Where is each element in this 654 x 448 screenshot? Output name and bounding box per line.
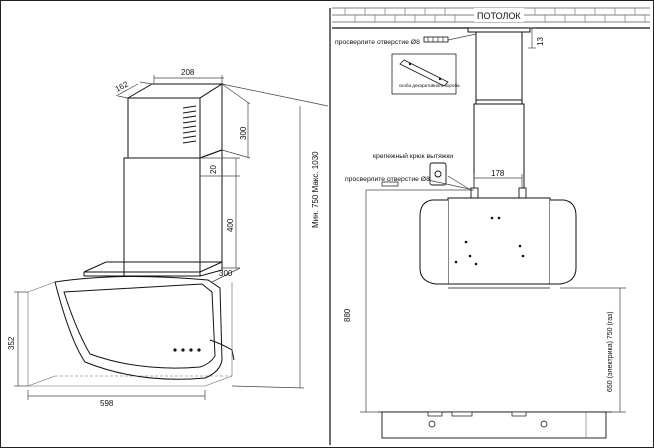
- dim-overlap: 20: [209, 165, 218, 174]
- hood-front-body: [419, 197, 577, 289]
- dim-top-offset: 13: [536, 37, 545, 46]
- worktop: [378, 411, 612, 439]
- left-dimension-lines: [14, 75, 329, 400]
- control-button: [189, 348, 193, 352]
- drill-leader-top: [447, 33, 477, 41]
- dowel-icon: [423, 36, 449, 43]
- dim-height: 880: [343, 308, 352, 322]
- dim-width: 598: [100, 399, 114, 408]
- envelope-box: [27, 281, 233, 387]
- control-buttons: [173, 348, 201, 352]
- dim-top-width: 208: [181, 68, 195, 77]
- right-dimension-lines: [360, 189, 626, 413]
- dim-top-depth: 162: [114, 79, 130, 93]
- lower-chimney: [123, 149, 223, 277]
- hood-perspective-view: [27, 83, 235, 387]
- control-button: [173, 348, 177, 352]
- ceiling-label: ПОТОЛОК: [477, 11, 521, 21]
- dowel-icon: [381, 181, 399, 187]
- hood-screw-holes: [454, 216, 525, 266]
- dim-cooker-height: 650 (электрика) 750 (газ): [607, 311, 614, 392]
- vent-slots: [182, 105, 197, 144]
- upper-chimney: [126, 83, 224, 159]
- drill-hole-label-top: просверлите отверстие Ø8: [335, 39, 420, 46]
- dim-base-depth: 300: [219, 269, 233, 278]
- glass-front-panel: [54, 275, 235, 380]
- control-button: [197, 348, 201, 352]
- dim-hook-width: 178: [491, 169, 505, 178]
- drill-leader-mid: [427, 179, 475, 191]
- bracket-caption-text: скоба декоративного короба: [399, 83, 460, 88]
- drill-hole-label-mid: просверлите отверстие Ø8: [345, 176, 430, 183]
- ceiling-label-box: [474, 8, 524, 22]
- hook-icon: [429, 162, 447, 186]
- dim-lower-chimney-height: 400: [226, 218, 235, 232]
- dim-front-height: 352: [7, 336, 16, 350]
- control-button: [181, 348, 185, 352]
- hook-leader: [447, 175, 475, 193]
- bracket-caption: скоба декоративного короба: [399, 83, 460, 88]
- hook-label: крепежный крюк вытяжки: [373, 152, 453, 160]
- dim-upper-chimney-height: 300: [239, 126, 248, 140]
- bracket-detail: [391, 53, 457, 95]
- dim-total-range: Мин. 750 Макс. 1030: [311, 151, 320, 228]
